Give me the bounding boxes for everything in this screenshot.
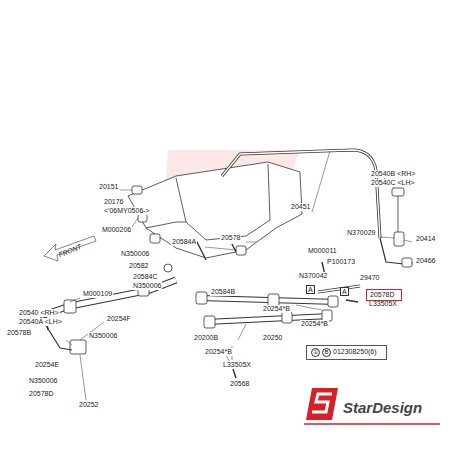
part-number: N350006 <box>132 282 162 290</box>
part-number: 20414 <box>415 235 436 243</box>
part-number: 20451 <box>290 203 311 211</box>
part-number: 20578D <box>28 390 55 398</box>
part-number: N350006 <box>28 377 58 385</box>
part-number: 20540B <RH> <box>370 170 416 178</box>
part-number: 012308250(6) <box>333 348 377 356</box>
part-number: 20578 <box>220 234 241 242</box>
part-number: L33505X <box>368 300 398 308</box>
part-number: 29470 <box>359 274 380 282</box>
part-number: 20151 <box>98 183 119 191</box>
part-number: 20466 <box>415 257 436 265</box>
part-number: 20252 <box>78 401 99 409</box>
part-number: 20254F <box>106 315 132 323</box>
reference-letter: A <box>340 287 349 296</box>
highlighted-part: 20578D <box>366 289 402 301</box>
part-number: 20200B <box>193 334 219 342</box>
part-number: 20254E <box>34 361 60 369</box>
part-number: 20254*B <box>262 305 291 313</box>
brand-logo <box>304 388 440 424</box>
part-number: 20582 <box>128 262 149 270</box>
front-arrow <box>44 236 96 261</box>
part-number: 20568 <box>229 380 250 388</box>
part-number: N350006 <box>88 332 118 340</box>
part-number: N350006 <box>120 250 150 258</box>
part-number: 20250 <box>262 334 283 342</box>
part-number: 20540 <RH> <box>18 309 60 317</box>
hardware-note-box: ①B012308250(6) <box>306 345 387 360</box>
circled-marker: B <box>322 348 331 357</box>
stabilizer-bar <box>222 150 380 238</box>
leader-lines <box>66 151 412 400</box>
part-number: 20584A <box>171 238 197 246</box>
part-number: 20254*B <box>204 348 233 356</box>
part-number: 20540C <LH> <box>370 179 416 187</box>
part-number: L33505X <box>222 361 252 369</box>
part-number: M000011 <box>307 247 338 255</box>
part-number: 20540A <LH> <box>18 318 63 326</box>
part-number: 20578B <box>6 329 32 337</box>
part-number: 20584C <box>132 273 159 281</box>
crossmember <box>128 162 302 258</box>
circled-marker: ① <box>311 348 320 357</box>
part-number: N370042 <box>298 272 328 280</box>
part-number: N370029 <box>346 229 376 237</box>
part-number: M000206 <box>101 226 132 234</box>
part-number: M000109 <box>82 290 113 298</box>
reference-letter: A <box>306 285 315 294</box>
part-number: P100173 <box>326 258 356 266</box>
model-note: <'06MY0506-> <box>103 207 151 215</box>
brand-name: StarDesign <box>342 399 423 416</box>
part-number: 20254*B <box>300 320 329 328</box>
trailing-link <box>40 280 176 316</box>
part-number: 20176 <box>103 198 124 206</box>
part-number: 20584B <box>210 288 236 296</box>
part-number: 20578D <box>370 291 395 299</box>
